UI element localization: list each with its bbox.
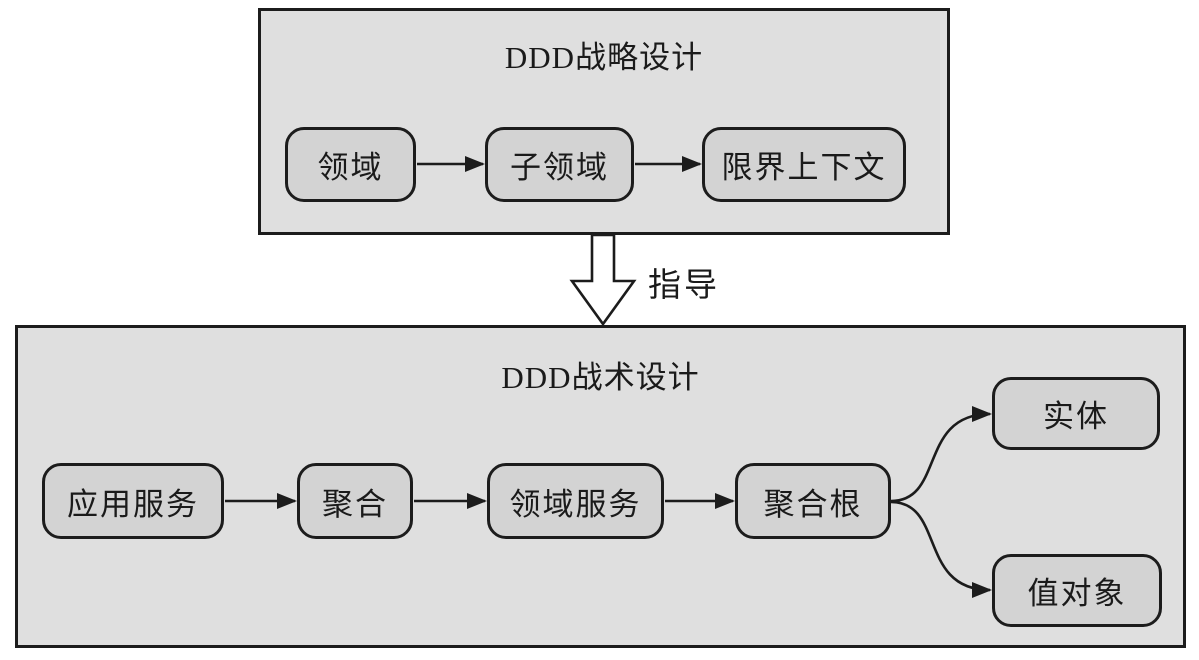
node-aggregate-root: 聚合根	[735, 463, 891, 539]
tactical-panel-title: DDD战术设计	[501, 360, 700, 395]
guide-arrow-icon	[569, 233, 637, 327]
node-entity: 实体	[992, 377, 1160, 450]
strategic-panel-title: DDD战略设计	[504, 40, 704, 75]
node-domain-service: 领域服务	[487, 463, 664, 539]
guide-arrow-label: 指导	[648, 268, 720, 304]
node-application-service: 应用服务	[42, 463, 224, 539]
node-value-object: 值对象	[992, 554, 1162, 627]
node-aggregate: 聚合	[297, 463, 413, 539]
node-domain: 领域	[285, 127, 416, 202]
node-subdomain: 子领域	[485, 127, 634, 202]
node-bounded-context: 限界上下文	[702, 127, 906, 202]
